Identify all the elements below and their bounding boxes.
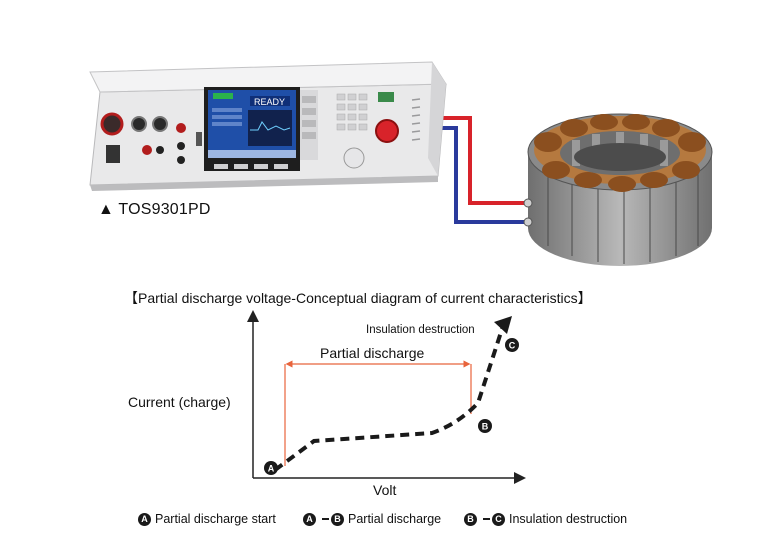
test-cables [430,116,528,224]
left-panel [100,112,202,164]
stator-body [527,113,713,266]
rotary-knob [343,147,365,169]
curve-arrowhead [494,316,512,334]
hv-terminal [100,112,124,136]
cable-connectors [523,198,533,227]
legend-badge-c: C [492,512,505,526]
point-b-letter: B [482,422,489,432]
legend-badge-b: B [331,512,344,526]
legend-dash [483,518,490,520]
legend-item-partial-discharge: A B Partial discharge [303,512,441,526]
point-a-letter: A [268,464,275,474]
terminal-3 [152,116,168,132]
point-c-letter: C [509,341,516,351]
legend-text: Insulation destruction [509,512,628,526]
legend-text: Partial discharge start [155,512,276,526]
partial-discharge-span-label: Partial discharge [320,345,425,361]
vent-slots [411,98,421,141]
keypad [336,93,368,131]
legend-badge-a: A [303,512,316,526]
red-cable [430,116,528,205]
blue-cable [430,126,528,224]
insulation-destruction-label: Insulation destruction [366,324,475,336]
point-b: B [478,419,492,433]
current-curve [273,325,505,472]
legend-badge-a: A [138,512,151,526]
point-c: C [505,338,519,352]
legend-text: Partial discharge [348,512,442,526]
legend-badge-b: B [464,512,477,526]
terminal-2 [131,116,147,132]
bottom-buttons [214,164,288,169]
x-axis-label: Volt [373,482,397,498]
legend-item-insulation-destruction: B C Insulation destruction [464,512,627,526]
legend-dash [322,518,329,520]
device-model-label: ▲ TOS9301PD [98,201,211,218]
point-a: A [264,461,278,475]
stop-button [375,119,399,143]
diagram-title: 【Partial discharge voltage-Conceptual di… [124,290,592,306]
y-axis-label: Current (charge) [128,394,231,410]
device-screen: READY [204,87,318,171]
legend-item-start: A Partial discharge start [138,512,276,526]
screen-status-text: READY [254,97,285,107]
